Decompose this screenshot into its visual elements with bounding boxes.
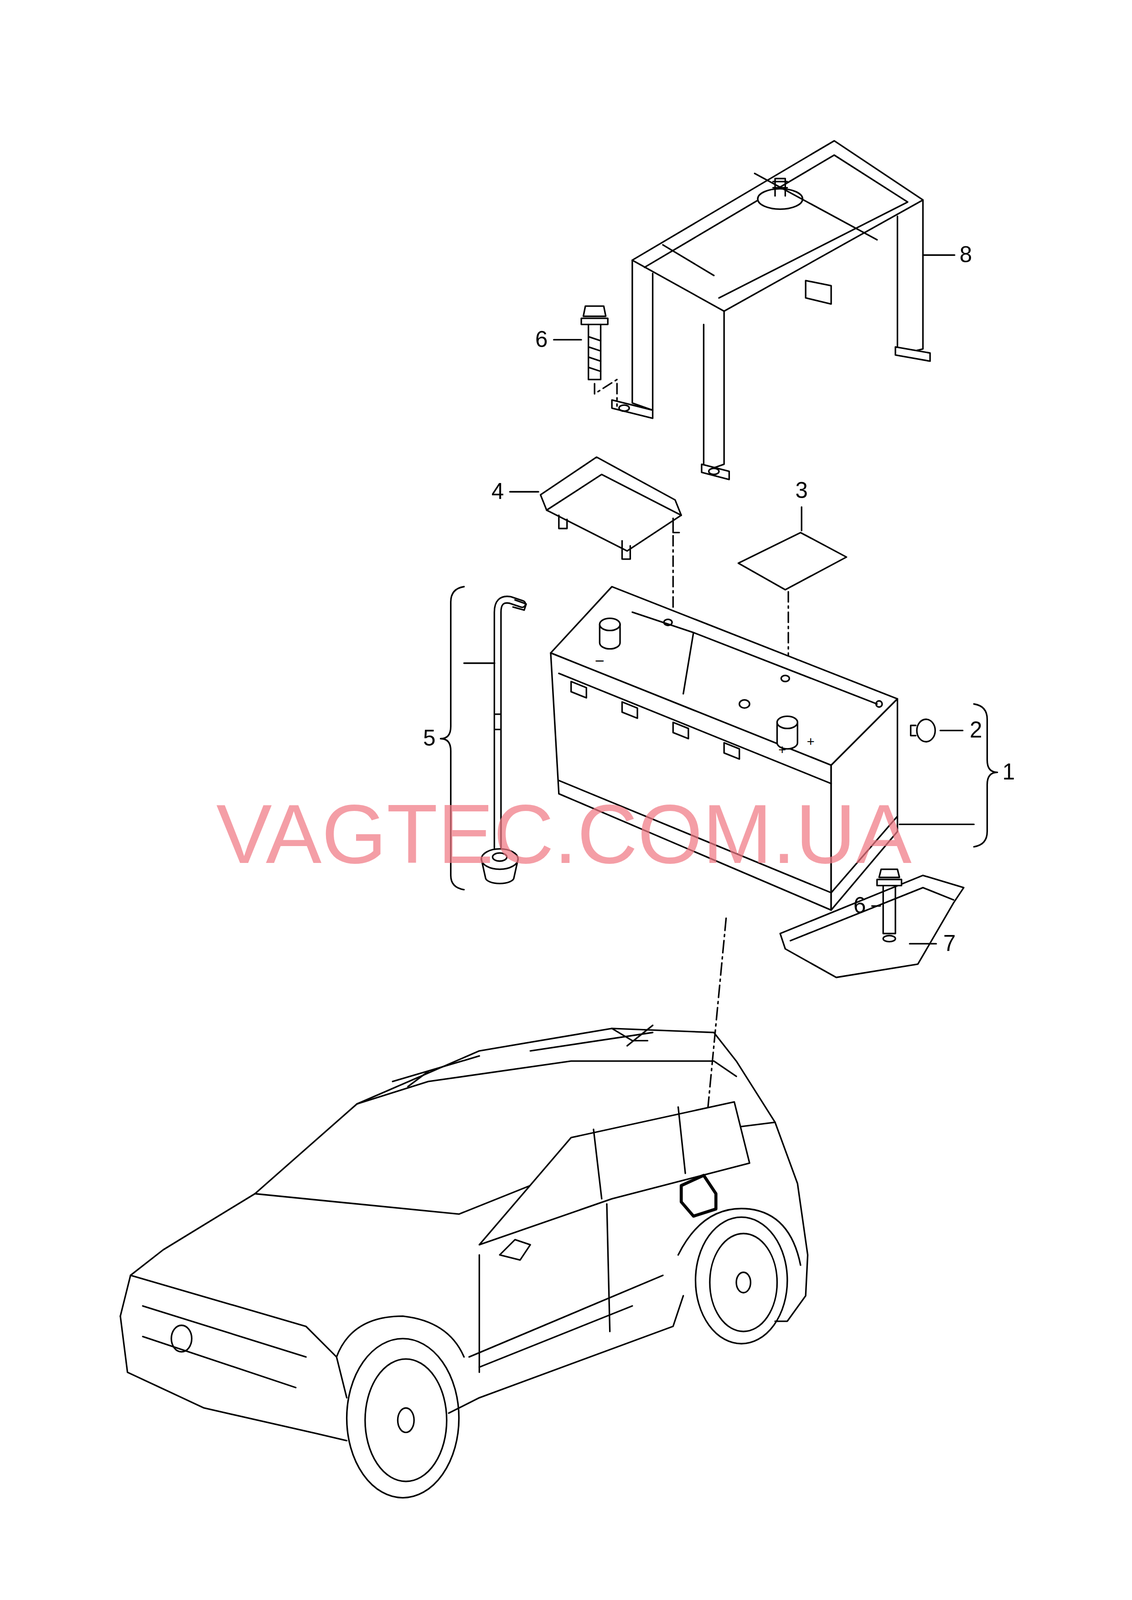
polarity-sign: − xyxy=(594,652,605,670)
leader-line xyxy=(464,661,495,664)
leader-line xyxy=(909,942,936,944)
leader-line xyxy=(922,254,955,256)
leader-line xyxy=(801,506,803,531)
watermark: VAGTEC.COM.UA xyxy=(216,792,912,876)
leader-line xyxy=(509,491,539,493)
label-sticker xyxy=(738,532,847,590)
callout-number: 4 xyxy=(491,480,504,503)
callout-number: 5 xyxy=(423,727,436,750)
assembly-line xyxy=(672,535,674,617)
bolt xyxy=(877,868,902,934)
vehicle-outline xyxy=(120,1024,808,1498)
leader-line xyxy=(553,338,582,341)
hold-down-clamp xyxy=(780,874,964,977)
polarity-sign: + xyxy=(778,743,786,757)
callout-number: 6 xyxy=(853,894,866,917)
callout-number: 8 xyxy=(959,243,972,267)
callout-number: 1 xyxy=(1002,760,1015,784)
bolt xyxy=(581,305,608,380)
leader-line xyxy=(872,904,881,907)
callout-number: 7 xyxy=(943,932,956,955)
polarity-sign: + xyxy=(806,734,815,749)
terminal-cover xyxy=(540,456,682,559)
assembly-line xyxy=(594,379,617,406)
battery-cover xyxy=(611,140,931,480)
leader-line xyxy=(940,729,963,731)
callout-number: 2 xyxy=(969,718,983,742)
vent-plug xyxy=(910,718,936,742)
callout-number: 6 xyxy=(535,328,548,351)
callout-number: 3 xyxy=(795,479,808,502)
